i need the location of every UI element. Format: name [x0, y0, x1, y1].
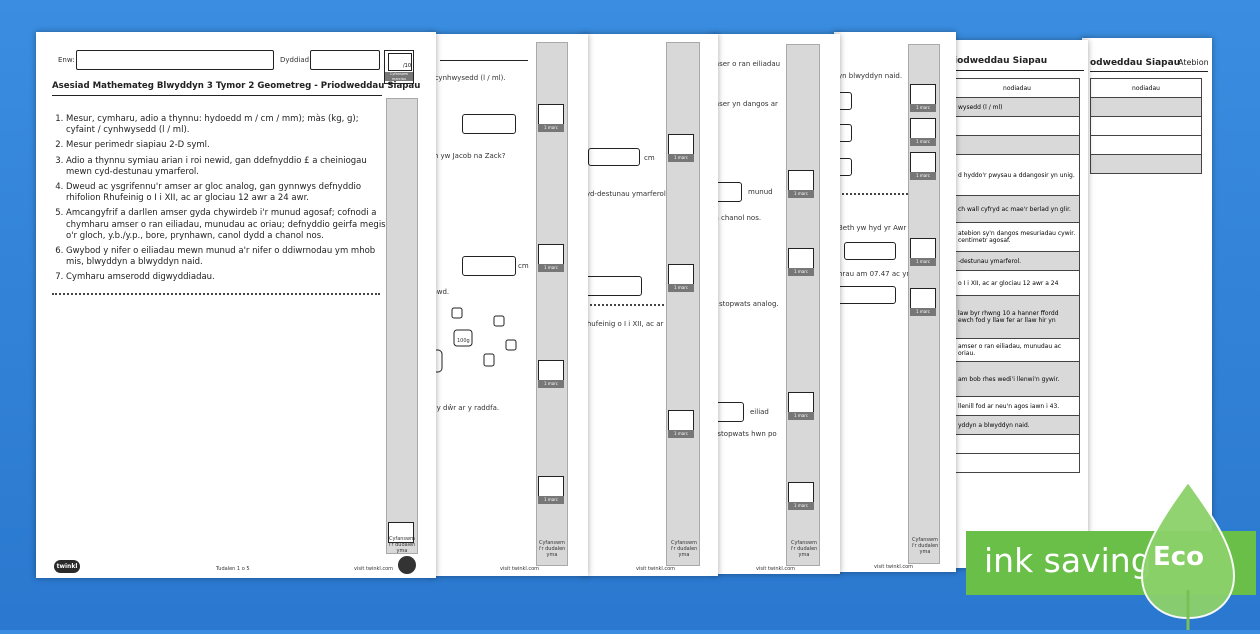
- list-item: Amcangyfrif a darllen amser gyda chywird…: [66, 208, 386, 242]
- date-field[interactable]: [310, 50, 380, 70]
- table-row: d hyddo'r pwysau a ddangosir yn unig.: [954, 154, 1080, 196]
- sheet-title: odweddau Siapau: [1090, 58, 1181, 68]
- unit-label: munud: [748, 188, 773, 196]
- table-header: nodiadau: [1090, 78, 1202, 98]
- table-header: nodiadau: [954, 78, 1080, 98]
- page-title: Asesiad Mathemateg Blwyddyn 3 Tymor 2 Ge…: [52, 81, 421, 91]
- table-row: llenill fod ar neu'n agos iawn i 43.: [954, 396, 1080, 416]
- list-item: Mesur, cymharu, adio a thynnu: hydoedd m…: [66, 114, 386, 136]
- twinkl-logo: twinkl: [54, 560, 80, 573]
- table-row: wysedd (l / ml): [954, 97, 1080, 117]
- table-row: law byr rhwng 10 a hanner ffordd ewch fo…: [954, 295, 1080, 339]
- table-row: amser o ran eiliadau, munudau ac oriau.: [954, 338, 1080, 362]
- question-text: cyd-destunau ymarferol.: [582, 190, 669, 198]
- list-item: Adio a thynnu symiau arian i roi newid, …: [66, 156, 386, 178]
- question-text: hrau am 07.47 ac yn: [838, 270, 911, 278]
- question-text: o a chanol nos.: [712, 214, 762, 222]
- site-url: visit twinkl.com: [354, 566, 394, 572]
- worksheet-page-4: amser o ran eiliadau amser yn dangos ar …: [712, 34, 840, 574]
- weights-illustration: 100g: [430, 298, 530, 378]
- list-item: Cymharu amserodd digwyddiadau.: [66, 272, 386, 283]
- question-text: amser o ran eiliadau: [712, 60, 781, 68]
- unit-label: cm: [518, 262, 529, 270]
- site-url: visit twinkl.com: [500, 566, 540, 572]
- site-url: visit twinkl.com: [874, 564, 914, 570]
- list-item: Dweud ac ysgrifennu'r amser ar gloc anal…: [66, 182, 386, 204]
- total-caption: Cyfanswm i'r dudalen yma: [670, 540, 698, 558]
- question-text: da stopwats analog.: [712, 300, 779, 308]
- score-total: /10: [402, 63, 411, 69]
- answer-sheet: iodweddau Siapau nodiadau wysedd (l / ml…: [950, 40, 1088, 568]
- list-item: Mesur perimedr siapiau 2-D syml.: [66, 140, 386, 151]
- eco-leaf-icon: Eco: [1138, 480, 1238, 630]
- site-url: visit twinkl.com: [636, 566, 676, 572]
- page-number: Tudalen 1 o 5: [216, 566, 250, 572]
- table-row: -destunau ymarferol.: [954, 251, 1080, 271]
- table-row: ch wall cyfryd ac mae'r berlad yn glir.: [954, 195, 1080, 223]
- marks-column: [786, 44, 820, 566]
- worksheet-page-2: / cynhwysedd (l / ml). ch yw Jacob na Za…: [430, 34, 588, 576]
- total-caption: Cyfanswm i'r dudalen yma: [790, 540, 818, 558]
- seal-icon: [398, 556, 416, 574]
- question-text: ch yw Jacob na Zack?: [430, 152, 506, 160]
- total-caption: Cyfanswm i'r dudalen yma: [388, 536, 416, 554]
- answer-table: nodiadau: [1090, 78, 1202, 174]
- badge-text: ink saving: [984, 541, 1152, 580]
- table-row: [954, 116, 1080, 136]
- total-caption: Cyfanswm i'r dudalen yma: [911, 537, 939, 555]
- weight-label: 100g: [457, 338, 470, 344]
- question-text: er stopwats hwn po: [712, 430, 777, 438]
- table-row: [954, 453, 1080, 473]
- eco-text: Eco: [1153, 542, 1205, 572]
- question-text: yn blwyddyn naid.: [838, 72, 903, 80]
- unit-label: eiliad: [750, 408, 769, 416]
- question-text: Rhufeinig o I i XII, ac ar: [582, 320, 664, 328]
- table-row: yddyn a blwyddyn naid.: [954, 415, 1080, 435]
- site-url: visit twinkl.com: [756, 566, 796, 572]
- sheet-title: iodweddau Siapau: [954, 56, 1048, 66]
- worksheet-page-3: cm cyd-destunau ymarferol. Rhufeinig o I…: [582, 34, 718, 576]
- objectives-list: Mesur, cymharu, adio a thynnu: hydoedd m…: [52, 114, 386, 288]
- question-text: Beth yw hyd yr Awr: [838, 224, 907, 232]
- date-label: Dyddiad:: [280, 56, 312, 64]
- question-text: / cynhwysedd (l / ml).: [430, 74, 506, 82]
- total-caption: Cyfanswm i'r dudalen yma: [538, 540, 566, 558]
- score-box: /10 Cyfanswm marciau: [384, 50, 414, 84]
- marks-column: [666, 42, 700, 566]
- worksheet-page-5: yn blwyddyn naid. Beth yw hyd yr Awr hra…: [834, 32, 956, 572]
- list-item: Gwybod y nifer o eiliadau mewn munud a'r…: [66, 246, 386, 268]
- marks-column: [386, 98, 418, 554]
- table-row: o I i XII, ac ar glociau 12 awr a 24: [954, 270, 1080, 296]
- answer-sheet-back: odweddau Siapau Atebion nodiadau: [1082, 38, 1212, 566]
- table-row: atebion sy'n dangos mesuriadau cywir. ce…: [954, 222, 1080, 252]
- unit-label: cm: [644, 154, 655, 162]
- answers-label: Atebion: [1178, 58, 1209, 67]
- table-row: [954, 135, 1080, 155]
- question-text: amser yn dangos ar: [712, 100, 778, 108]
- answer-table: nodiadau wysedd (l / ml) d hyddo'r pwysa…: [954, 78, 1080, 473]
- question-text: fawd.: [430, 288, 450, 296]
- name-label: Enw:: [58, 56, 75, 64]
- table-row: am bob rhes wedi'i llenwi'n gywir.: [954, 361, 1080, 397]
- table-row: [954, 434, 1080, 454]
- name-field[interactable]: [76, 50, 274, 70]
- score-caption: Cyfanswm marciau: [385, 72, 413, 81]
- worksheet-front-page: Enw: Dyddiad: /10 Cyfanswm marciau Asesi…: [36, 32, 436, 578]
- question-text: d y dŵr ar y raddfa.: [430, 404, 500, 412]
